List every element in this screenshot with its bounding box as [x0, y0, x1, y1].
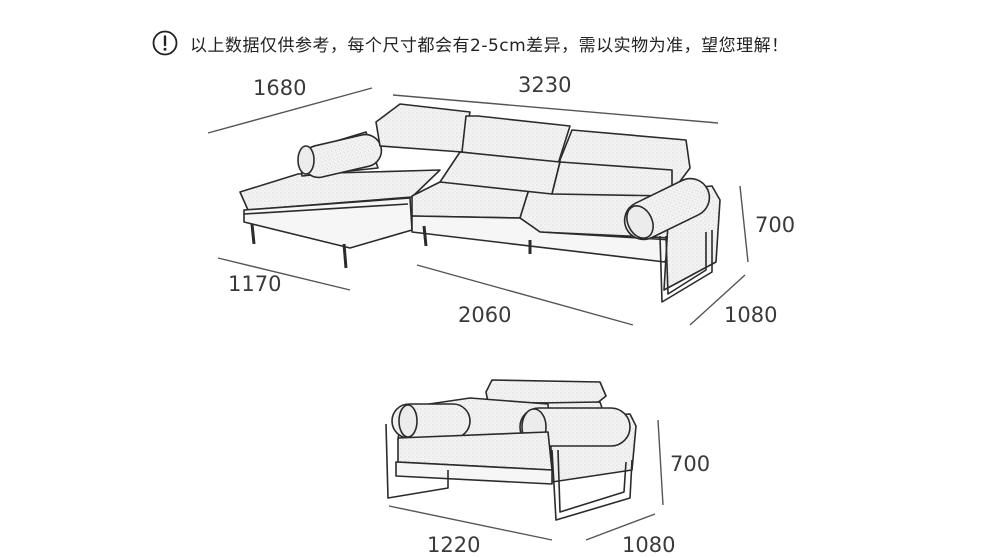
sofa-total-length-label: 3230	[518, 73, 572, 97]
armchair-width-label: 1220	[427, 533, 481, 557]
sofa-main-length-label: 2060	[458, 303, 512, 327]
armchair-dimension-lines	[388, 419, 664, 541]
sofa-dimension-lines	[207, 87, 749, 326]
sofa-chaise-depth-label: 1170	[228, 272, 282, 296]
exclamation-circle-icon	[152, 30, 178, 56]
sectional-sofa	[239, 103, 721, 303]
notice-bar: 以上数据仅供参考，每个尺寸都会有2-5cm差异，需以实物为准，望您理解！	[152, 28, 789, 58]
armchair	[385, 379, 637, 521]
sofa-chaise-width-label: 1680	[253, 76, 307, 100]
armchair-height-label: 700	[670, 452, 711, 476]
notice-text: 以上数据仅供参考，每个尺寸都会有2-5cm差异，需以实物为准，望您理解！	[190, 35, 789, 56]
armchair-depth-label: 1080	[622, 533, 676, 557]
sofa-depth-label: 1080	[724, 303, 778, 327]
sofa-height-label: 700	[755, 213, 796, 237]
